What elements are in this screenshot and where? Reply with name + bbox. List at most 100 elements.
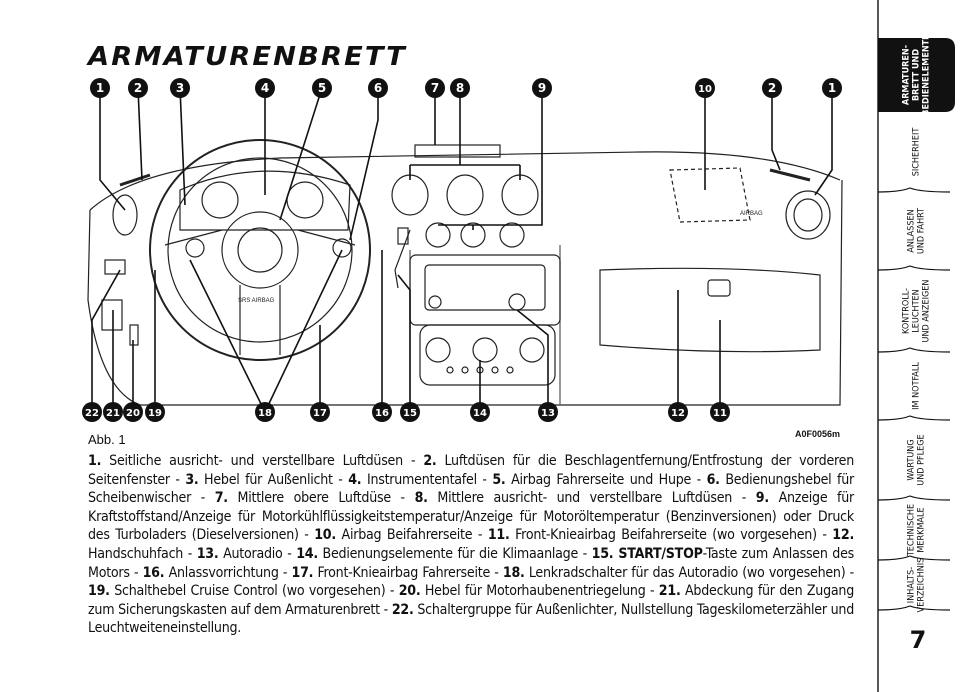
caption-item-text: Seitliche ausricht- und verstellbare Luf… [101,453,424,469]
caption-item: 11. Front-Knieairbag Beifahrerseite (wo … [488,527,832,543]
svg-text:18: 18 [258,408,272,419]
caption-item: 21. Abdeckung für den Zugang zum Sicheru… [88,583,854,618]
svg-text:9: 9 [538,81,546,95]
caption-item: 16. Anlassvorrichtung - [143,565,292,581]
figure-code: A0F0056m [795,429,841,439]
sidebar-tab-7[interactable]: INHALTS-VERZEICHNIS [877,558,951,613]
svg-text:4: 4 [261,81,269,95]
svg-text:17: 17 [313,408,327,419]
caption-item-text: Hebel für Außenlicht - [198,471,349,488]
callout-21: 21 [103,402,123,422]
callout-10: 10 [695,78,715,98]
caption-item-text: Lenkradschalter für das Autoradio (wo vo… [524,564,854,581]
caption-item-number: 8. [414,490,428,507]
svg-text:15: 15 [403,408,417,419]
caption-item-number: 21. [658,583,681,600]
caption-item-text: Bedienungshebel für Scheibenwischer - [88,471,854,507]
svg-text:BEDIENELEMENTE: BEDIENELEMENTE [922,34,932,115]
svg-text:ANLASSEN: ANLASSEN [907,209,917,252]
caption-item: 3. Hebel für Außenlicht - [185,472,348,488]
callout-12: 12 [668,402,688,422]
callout-15: 15 [400,402,420,422]
svg-text:13: 13 [541,408,555,419]
svg-text:TECHNISCHE: TECHNISCHE [907,504,917,557]
sidebar-tab-4[interactable]: IM NOTFALL [877,362,951,421]
caption-item-text: -Taste zum Anlassen des Motors - [88,545,854,581]
svg-text:INHALTS-: INHALTS- [907,567,917,603]
callout-18: 18 [255,402,275,422]
svg-text:WARTUNG: WARTUNG [907,439,917,480]
caption-item: 22. Schaltergruppe für Außenlichter, Nul… [88,602,854,637]
svg-text:5: 5 [318,81,326,95]
callout-16: 16 [372,402,392,422]
caption-item-text: Airbag Beifahrerseite - [335,527,488,544]
caption-item-number: 18. [502,564,525,581]
callout-22: 22 [82,402,102,422]
caption-item-text: Schaltergruppe für Außenlichter, Nullste… [88,601,854,637]
svg-text:UND ANZEIGEN: UND ANZEIGEN [922,280,932,343]
caption-item: 19. Schalthebel Cruise Control (wo vorge… [88,583,399,599]
caption-item-number: 19. [88,583,110,600]
caption-item-number: 15. START/STOP [591,545,703,562]
svg-text:VERZEICHNIS: VERZEICHNIS [917,558,927,613]
caption-item: 13. Autoradio - [197,546,296,562]
svg-text:IM NOTFALL: IM NOTFALL [912,362,922,410]
svg-text:UND FAHRT: UND FAHRT [917,208,927,254]
svg-text:SICHERHEIT: SICHERHEIT [912,128,922,177]
svg-text:8: 8 [456,81,464,95]
callout-2: 2 [128,78,148,98]
callout-13: 13 [538,402,558,422]
callout-3: 3 [170,78,190,98]
caption-item-text: Airbag Fahrerseite und Hupe - [505,471,707,488]
caption-item-number: 3. [185,471,199,488]
svg-text:LEUCHTEN: LEUCHTEN [912,289,922,332]
caption-item: 4. Instrumententafel - [348,472,492,488]
callout-1: 1 [822,78,842,98]
caption-item-number: 11. [487,527,510,544]
svg-text:UND PFLEGE: UND PFLEGE [917,434,927,485]
caption-item: 14. Bedienungselemente für die Klimaanla… [296,546,591,562]
callout-14: 14 [470,402,490,422]
srs-airbag-label: SRS AIRBAG [238,298,275,304]
caption-item-number: 14. [296,545,318,562]
caption-item-text: Instrumententafel - [361,471,493,488]
figure-caption: 1. Seitliche ausricht- und verstellbare … [88,452,854,638]
svg-text:19: 19 [148,408,162,419]
callout-2: 2 [762,78,782,98]
caption-item: 6. Bedienungshebel für Scheibenwischer - [88,472,854,507]
caption-item-text: Luftdüsen für die Beschlagentfernung/Ent… [88,453,854,488]
callout-4: 4 [255,78,275,98]
sidebar-tab-1[interactable]: SICHERHEIT [877,128,951,193]
svg-text:16: 16 [375,408,389,419]
caption-item-text: Abdeckung für den Zugang zum Sicherungsk… [88,583,855,618]
caption-item-text: Autoradio - [218,545,297,562]
caption-item: 2. Luftdüsen für die Beschlagentfernung/… [88,453,854,488]
callout-1: 1 [90,78,110,98]
caption-item-number: 9. [755,490,769,507]
svg-text:2: 2 [768,81,776,95]
caption-item-text: Anlassvorrichtung - [164,564,292,581]
caption-item: 5. Airbag Fahrerseite und Hupe - [492,472,706,488]
svg-text:KONTROLL-: KONTROLL- [902,288,912,334]
svg-text:1: 1 [96,81,104,95]
callout-20: 20 [123,402,143,422]
svg-text:BRETT UND: BRETT UND [912,49,922,101]
caption-item-number: 1. [88,453,102,469]
caption-item: 12. Handschuhfach - [88,527,854,562]
svg-text:7: 7 [431,81,439,95]
svg-text:12: 12 [671,408,685,419]
caption-item: 10. Airbag Beifahrerseite - [314,527,488,543]
caption-item-text: Anzeige für Kraftstoffstand/Anzeige für … [88,490,854,544]
caption-item-number: 4. [348,471,362,488]
caption-item: 8. Mittlere ausricht- und verstellbare L… [415,490,756,506]
callout-11: 11 [710,402,730,422]
caption-item: 9. Anzeige für Kraftstoffstand/Anzeige f… [88,490,854,543]
